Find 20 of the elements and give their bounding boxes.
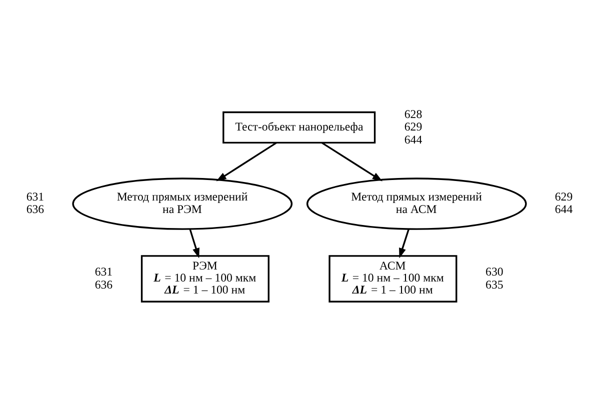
node-label: 628 bbox=[404, 106, 422, 121]
node-box: АСМ L = 10 нм – 100 мкм ΔL = 1 – 100 нм bbox=[328, 255, 458, 302]
node-label: 644 bbox=[554, 202, 573, 216]
node-label: 631 bbox=[26, 190, 44, 204]
node-label: 644 bbox=[404, 132, 422, 146]
node-box: Тест-объект нанорельефа bbox=[222, 111, 376, 144]
node-ellipse: Метод прямых измерений на АСМ bbox=[306, 178, 527, 230]
arrow bbox=[189, 228, 200, 258]
node-ellipse: Метод прямых измерений на РЭМ bbox=[72, 178, 293, 230]
node-label: 630 bbox=[486, 264, 504, 279]
arrow bbox=[399, 228, 410, 258]
node-label: 629 bbox=[404, 120, 422, 134]
arrow bbox=[321, 142, 383, 182]
node-label: 629 bbox=[554, 190, 573, 204]
node-box: РЭМ L = 10 нм – 100 мкм ΔL = 1 – 100 нм bbox=[140, 255, 270, 302]
node-label: 635 bbox=[486, 277, 504, 292]
arrow bbox=[216, 142, 278, 182]
node-label: 636 bbox=[26, 202, 44, 216]
node-label: 631 bbox=[94, 264, 113, 279]
node-label: 636 bbox=[94, 277, 113, 292]
